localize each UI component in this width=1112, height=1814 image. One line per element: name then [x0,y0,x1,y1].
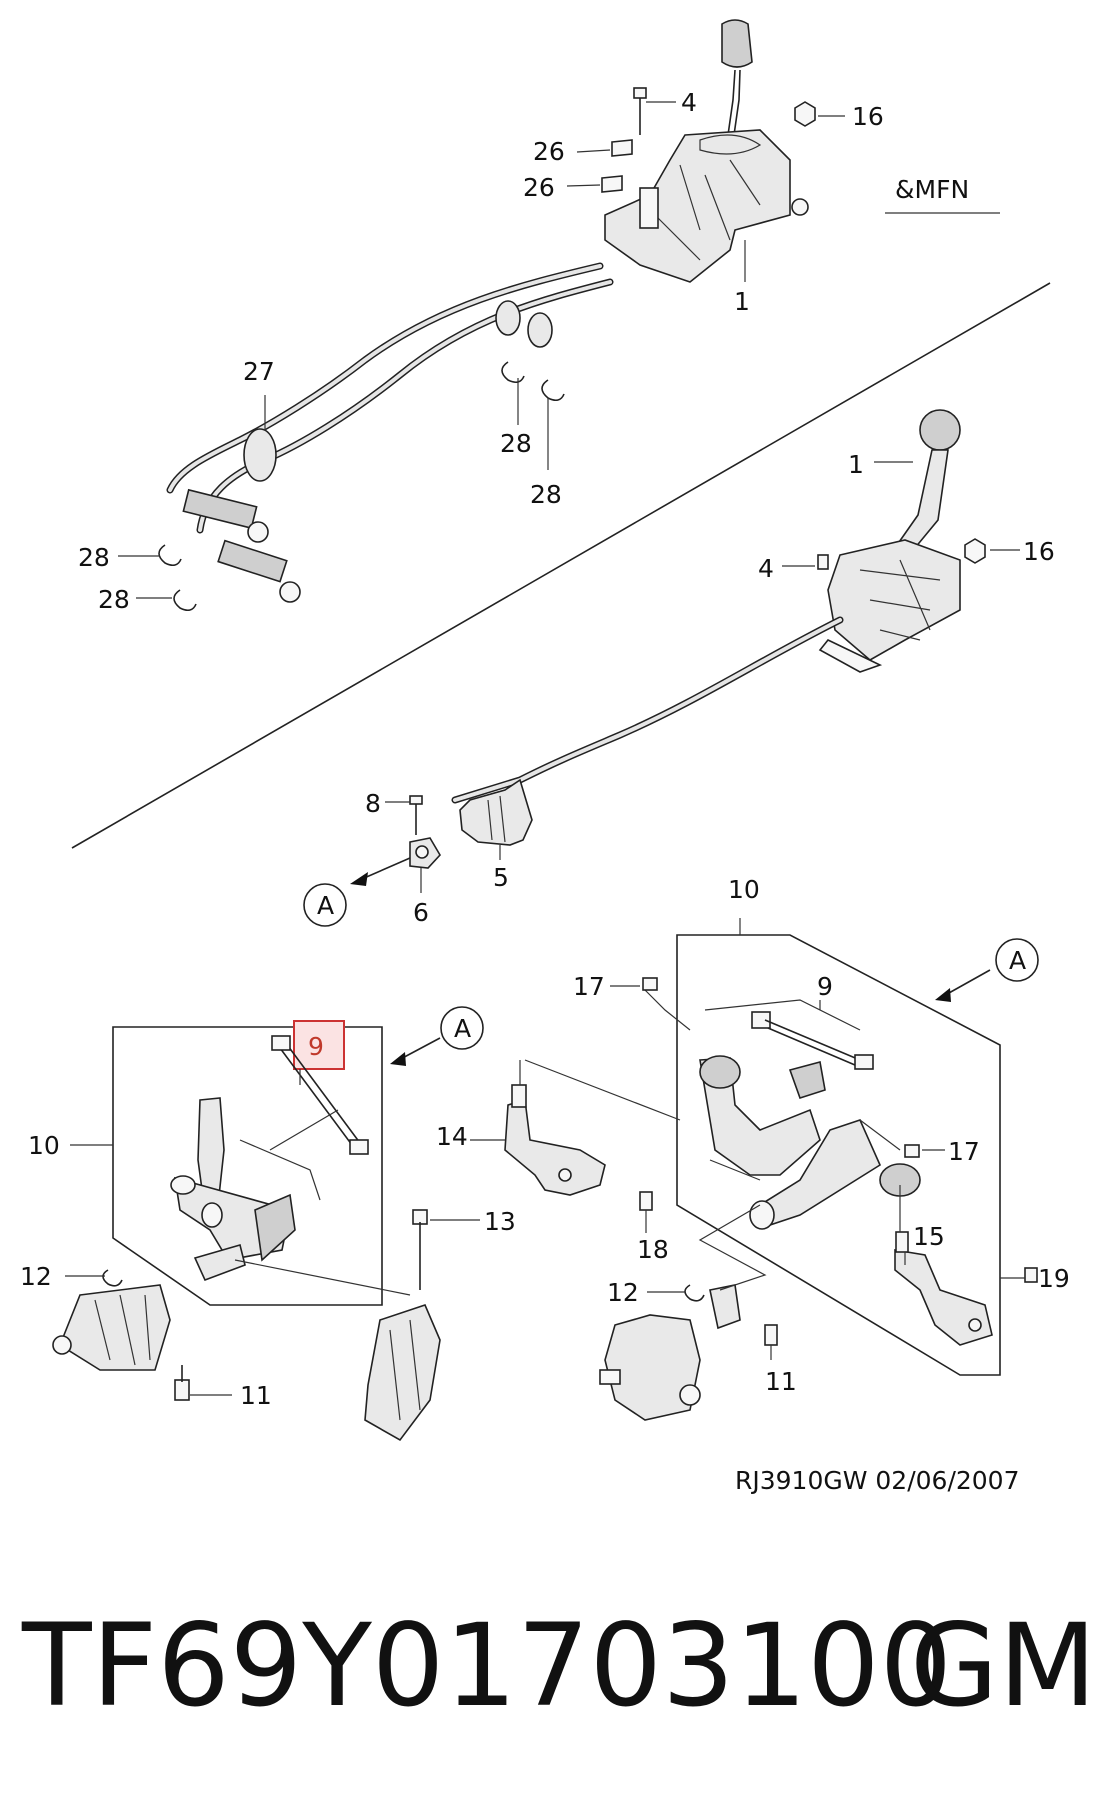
callout-16-mid: 16 [1023,537,1055,566]
reference-code: RJ3910GW 02/06/2007 [735,1466,1020,1495]
brand-label: GM [910,1599,1097,1732]
cable-grommet-b [527,312,553,348]
cable-grommet-a [495,300,521,336]
clip-12-right [684,1284,705,1302]
callout-4-top: 4 [681,88,697,117]
plate-15 [894,1249,993,1346]
top-shifter-assembly [118,19,1000,612]
callout-16-top: 16 [852,102,884,131]
arrow-to-a-left [390,1052,406,1066]
callout-17-right: 17 [948,1137,980,1166]
callout-4-mid: 4 [758,554,774,583]
callout-15: 15 [913,1222,945,1251]
shift-lever-top [727,69,736,136]
clip-26-a [611,139,633,157]
circle-a-right-label: A [1009,946,1026,975]
shift-cable-mid [451,616,844,804]
circle-a-mid-label: A [317,891,334,920]
callout-18: 18 [637,1235,669,1264]
clip-28-mid-b [541,379,565,402]
callout-8: 8 [365,789,381,818]
housing-post [639,187,659,229]
callout-19: 19 [1038,1264,1070,1293]
part-number: TF69Y01703100 [21,1599,952,1732]
bushing-right-a [699,1055,741,1089]
callout-9-left-highlighted: 9 [308,1032,324,1061]
callout-1-mid: 1 [848,450,864,479]
callout-26-a: 26 [533,137,565,166]
middle-shifter-assembly [303,409,1020,927]
callout-12-left: 12 [20,1262,52,1291]
clip-28-left-a [158,544,182,567]
cable-end-a [182,488,258,530]
gear-knob-mid [919,409,961,451]
callout-6: 6 [413,898,429,927]
screw-4-mid [817,554,829,570]
clip-17-top [642,977,658,991]
nut-16-mid [964,538,986,564]
callout-5: 5 [493,863,509,892]
lower-right-linkage-assembly [470,918,1039,1421]
gear-knob-top [721,19,753,68]
clip-28-mid-a [501,361,525,384]
callout-28-left-b: 28 [98,585,130,614]
bolt-18 [639,1191,653,1211]
header-code: &MFN [895,175,969,204]
clip-12-left [102,1269,123,1287]
callout-11-right: 11 [765,1367,797,1396]
bolt-11-right [764,1324,778,1346]
shifter-housing-mid [827,539,961,661]
cable-boot-5 [459,778,533,846]
bolt-11-left [174,1379,190,1401]
nut-16-top [794,101,816,127]
callout-14: 14 [436,1122,468,1151]
grommet-27 [243,428,277,482]
callout-10-left: 10 [28,1131,60,1160]
screw-4-top [633,87,647,99]
screw-19 [1024,1267,1038,1283]
callout-10-right: 10 [728,875,760,904]
link-rod-9-right [764,1019,861,1061]
transmission-housing-left [59,1284,171,1371]
circle-a-mid [303,883,347,927]
circle-a-left [440,1006,484,1050]
callout-27: 27 [243,357,275,386]
callout-11-left: 11 [240,1381,272,1410]
callout-9-right: 9 [817,972,833,1001]
clip-17-right [904,1144,920,1158]
callout-28-mid-b: 28 [530,480,562,509]
circle-a-left-label: A [454,1014,471,1043]
callout-28-left-a: 28 [78,543,110,572]
bracket-14 [504,1098,606,1196]
clip-26-b [601,175,623,193]
lower-left-linkage-assembly [52,1006,484,1442]
callout-13: 13 [484,1207,516,1236]
arrow-to-a-mid [350,872,368,886]
inset-frame-right [676,934,1001,1376]
link-rod-9-left [279,1047,353,1146]
callout-17-top: 17 [573,972,605,1001]
callout-1-top: 1 [734,287,750,316]
callout-labels: 4 16 26 26 1 &MFN 27 28 28 28 28 1 4 16 … [20,88,1070,1495]
callout-12-right: 12 [607,1278,639,1307]
highlight-box-9 [293,1020,345,1070]
arrow-to-a-right [935,988,951,1002]
cable-end-b [217,539,288,583]
circle-a-right [995,938,1039,982]
section-divider-line [71,282,1051,849]
bracket-13 [364,1304,441,1442]
callout-28-mid-a: 28 [500,429,532,458]
callout-26-b: 26 [523,173,555,202]
clip-28-left-b [173,589,197,612]
